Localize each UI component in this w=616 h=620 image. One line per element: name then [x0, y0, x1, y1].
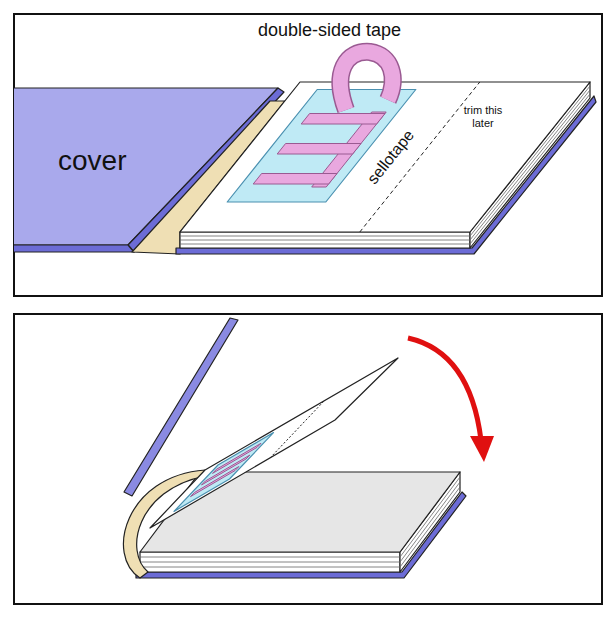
open-book [14, 52, 596, 254]
motion-arrow [408, 338, 481, 440]
tape-label: double-sided tape [258, 20, 401, 41]
cover-label: cover [58, 145, 126, 177]
panel-frame [14, 314, 602, 604]
panel-frame [14, 14, 602, 296]
sellotape-label: sellotape [364, 126, 418, 187]
arrow-head [470, 436, 494, 462]
closing-book [123, 318, 466, 578]
trim-note: trim this later [452, 104, 514, 129]
